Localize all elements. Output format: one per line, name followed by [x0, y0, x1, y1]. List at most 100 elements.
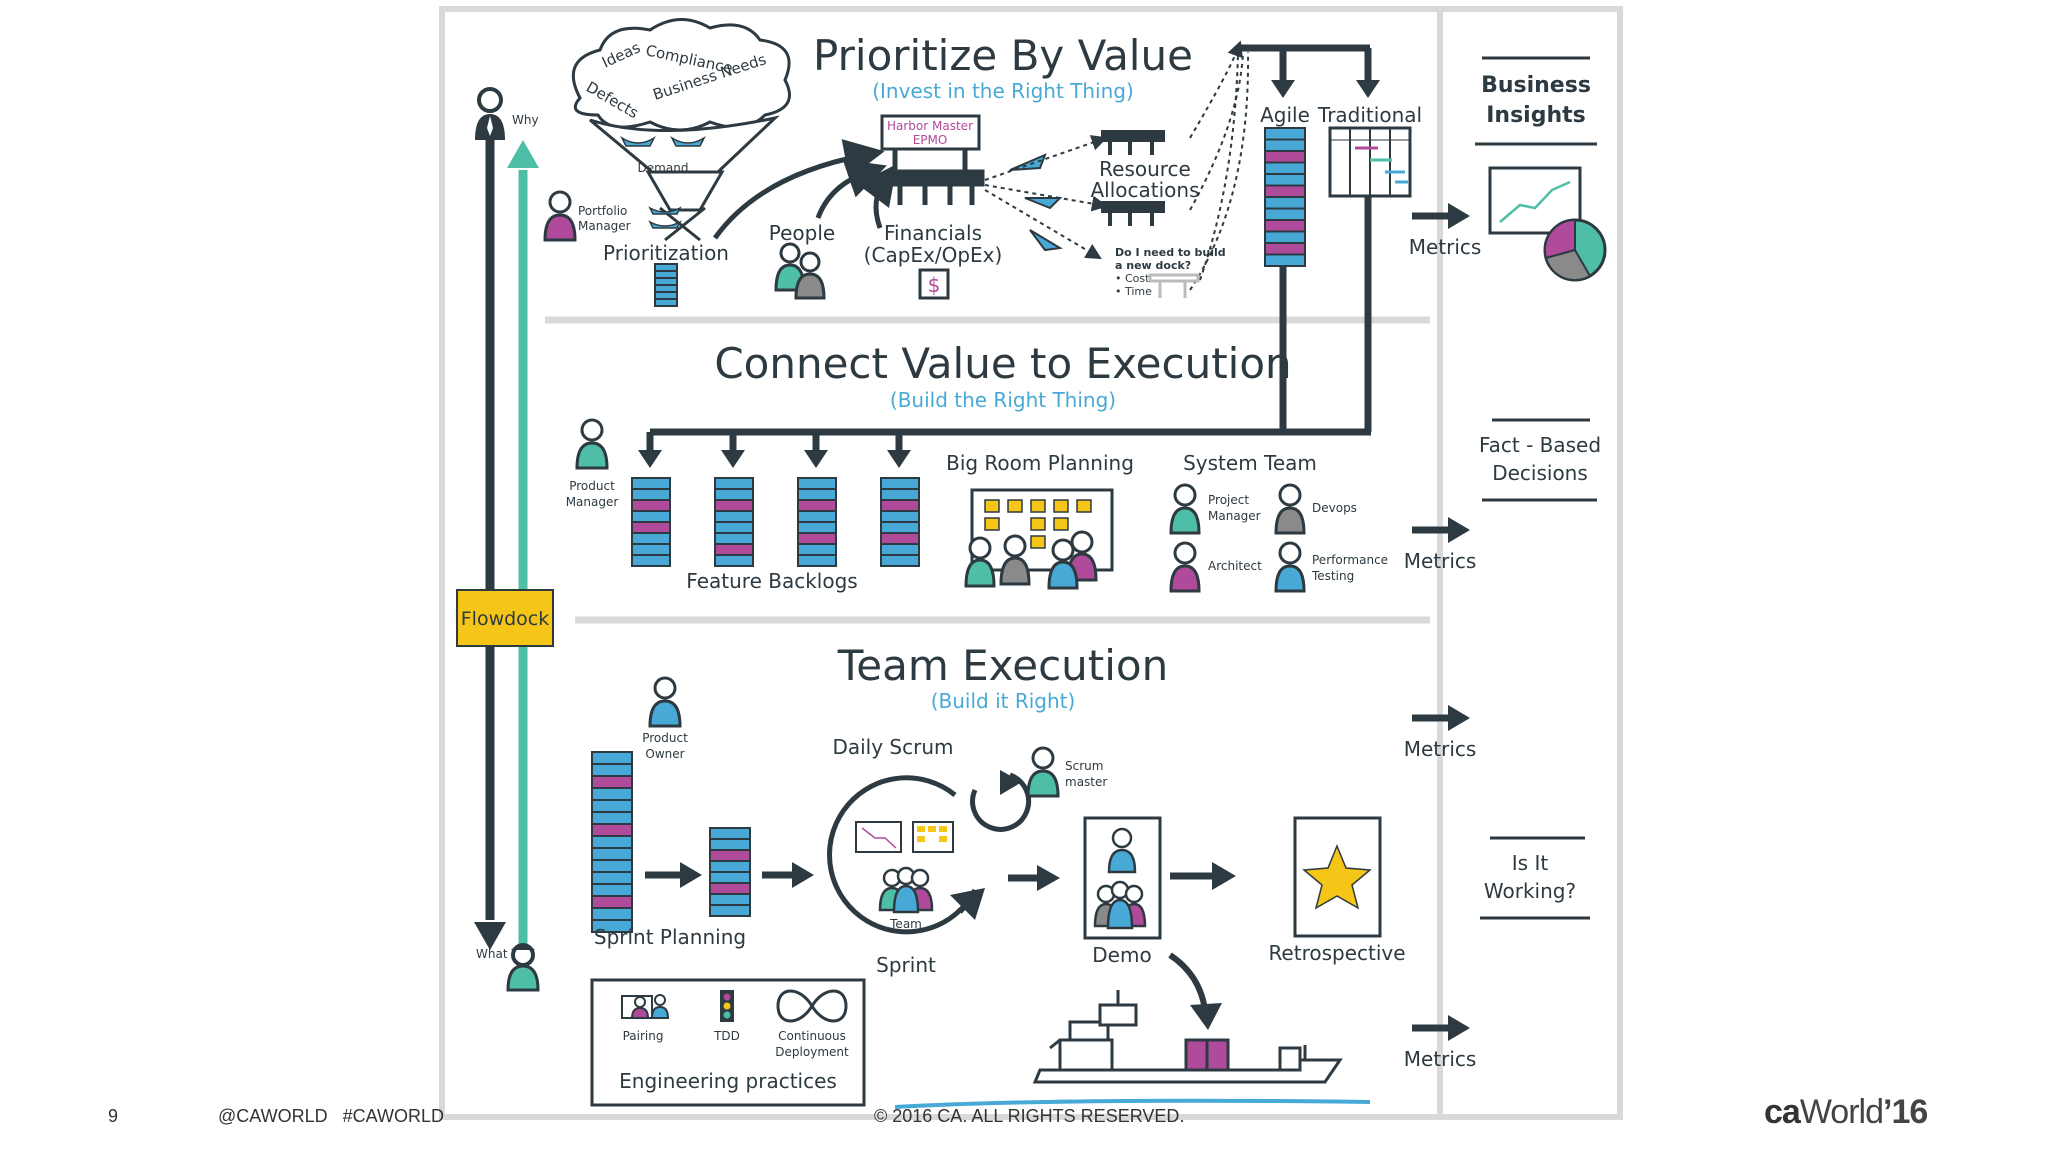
allocation-dotted-arrows	[984, 40, 1250, 291]
new-dock-question-2: a new dock?	[1115, 259, 1191, 272]
logo-ca: ca	[1764, 1093, 1801, 1131]
retrospective-label: Retrospective	[1268, 941, 1405, 965]
financials-label-2: (CapEx/OpEx)	[864, 243, 1003, 267]
project-manager-label-2: Manager	[1208, 509, 1261, 523]
product-backlog-row	[591, 871, 633, 885]
sprint-cycle-icon	[827, 770, 1032, 935]
sprint-backlog-row	[709, 893, 751, 906]
feature-backlog-3-row	[797, 521, 837, 534]
feature-backlog-1-row	[631, 554, 671, 567]
team-label: Team	[889, 917, 922, 931]
arrow-demo-to-ship	[1168, 952, 1208, 1011]
sprint-backlog-row	[709, 860, 751, 873]
feature-backlog-3-row	[797, 477, 837, 490]
fact-based-label-2: Decisions	[1492, 461, 1588, 485]
product-manager-label-2: Manager	[566, 495, 619, 509]
traditional-label: Traditional	[1317, 103, 1422, 127]
people-label: People	[769, 221, 835, 245]
agile-backlog-row	[1264, 138, 1306, 152]
water-line	[894, 1098, 1371, 1109]
flowdock-box	[456, 589, 554, 647]
traditional-gantt-icon	[1328, 126, 1412, 198]
continuous-deployment-label-2: Deployment	[775, 1045, 849, 1059]
insights-chart-icon	[1488, 166, 1607, 282]
logo-world: World	[1799, 1093, 1884, 1131]
engineering-practices-label: Engineering practices	[619, 1069, 837, 1093]
feature-backlog-1-row	[631, 499, 671, 512]
prioritization-backlog-row	[654, 277, 678, 286]
product-owner-label-1: Product	[642, 731, 688, 745]
agile-backlog	[1264, 127, 1306, 267]
product-backlog-row	[591, 823, 633, 837]
feature-backlog-2-row	[714, 510, 754, 523]
scrum-master-label-1: Scrum	[1065, 759, 1103, 773]
daily-scrum-label: Daily Scrum	[832, 735, 953, 759]
feature-backlog-3-row	[797, 499, 837, 512]
feature-backlog-4-row	[880, 510, 920, 523]
demand-boats-icon	[620, 135, 706, 229]
prioritization-backlog-row	[654, 284, 678, 293]
resource-allocation-dock-icon	[1101, 130, 1165, 226]
product-backlog-row	[591, 835, 633, 849]
architect-label: Architect	[1208, 559, 1262, 573]
feature-backlog-1-row	[631, 532, 671, 545]
feature-backlog-3-row	[797, 554, 837, 567]
feature-backlog-2-row	[714, 543, 754, 556]
harbor-master-label-1: Harbor Master	[887, 119, 973, 133]
sprint-flow-arrows	[645, 862, 1236, 891]
agile-backlog-row	[1264, 242, 1306, 256]
sprint-backlog-row	[709, 871, 751, 884]
resource-allocations-label-1: Resource	[1099, 157, 1191, 181]
performance-testing-label-2: Testing	[1311, 569, 1354, 583]
sprint-backlog-row	[709, 849, 751, 862]
agile-backlog-row	[1264, 196, 1306, 210]
demand-cloud-icon	[571, 18, 791, 242]
social-tags: @CAWORLD #CAWORLD	[218, 1106, 444, 1126]
product-backlog-row	[591, 895, 633, 909]
portfolio-manager-label-1: Portfolio	[578, 204, 627, 218]
prioritization-backlog	[654, 263, 678, 307]
demo-label: Demo	[1092, 943, 1151, 967]
prioritization-backlog-row	[654, 291, 678, 300]
feature-backlog-1-row	[631, 543, 671, 556]
product-backlog-row	[591, 751, 633, 765]
top-section-subtitle: (Invest in the Right Thing)	[872, 79, 1134, 103]
sprint-backlog-row	[709, 827, 751, 840]
big-room-planning-label: Big Room Planning	[946, 451, 1134, 475]
new-dock-question-1: Do I need to build	[1115, 246, 1226, 259]
tdd-traffic-light-icon	[720, 990, 734, 1022]
what-person-icon	[506, 943, 540, 992]
pairing-icon	[621, 994, 670, 1019]
allocation-boats-icon	[1009, 153, 1063, 252]
metrics-label-1: Metrics	[1409, 235, 1482, 259]
agile-backlog-row	[1264, 184, 1306, 198]
project-manager-label-1: Project	[1208, 493, 1249, 507]
bottom-section-title: Team Execution	[837, 641, 1168, 690]
sprint-backlog-row	[709, 904, 751, 917]
feature-backlog-2-row	[714, 488, 754, 501]
bottom-section-subtitle: (Build it Right)	[931, 689, 1076, 713]
business-insights-rules	[1475, 56, 1597, 920]
new-dock-time: • Time	[1115, 285, 1152, 298]
feature-backlog-2-row	[714, 554, 754, 567]
flowdock-label: Flowdock	[461, 608, 550, 630]
feature-backlog-3-row	[797, 488, 837, 501]
feature-backlogs	[631, 477, 920, 567]
agile-traditional-split-arrows	[1240, 44, 1380, 98]
feature-backlog-2-row	[714, 499, 754, 512]
sprint-backlog-row	[709, 882, 751, 895]
product-backlog-row	[591, 799, 633, 813]
arrow-prioritization-to-dock	[712, 139, 885, 240]
why-person-icon	[475, 87, 505, 140]
agile-backlog-row	[1264, 161, 1306, 175]
feature-backlog-3-row	[797, 532, 837, 545]
agile-backlog-row	[1264, 207, 1306, 221]
arrow-people-to-dock	[815, 159, 887, 219]
feature-backlog-1-row	[631, 477, 671, 490]
copyright: © 2016 CA. ALL RIGHTS RESERVED.	[874, 1106, 1185, 1126]
feature-backlog-2-row	[714, 521, 754, 534]
business-insights-label-2: Insights	[1486, 103, 1586, 128]
new-dock-sketch-icon	[1148, 273, 1200, 298]
agile-backlog-row	[1264, 253, 1306, 267]
